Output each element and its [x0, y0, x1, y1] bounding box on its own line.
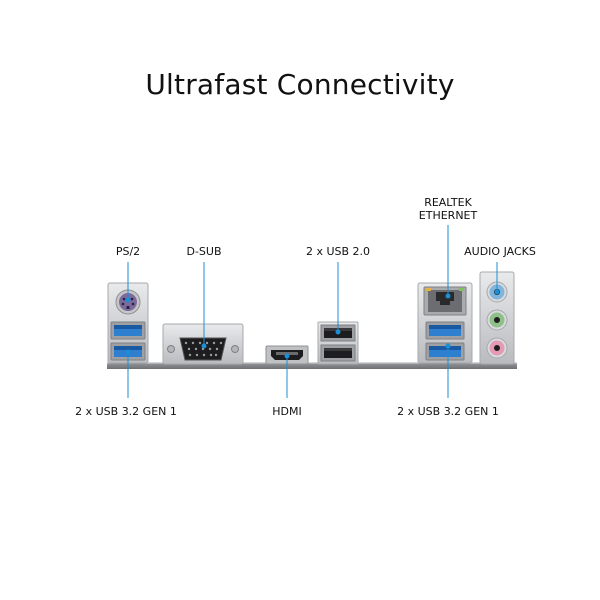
- callout-dot-usb32-right: [445, 343, 451, 349]
- page-title: Ultrafast Connectivity: [145, 68, 455, 101]
- label-usb32-right: 2 x USB 3.2 GEN 1: [397, 405, 499, 418]
- lan-usb-stack: [417, 282, 473, 364]
- io-shield-strip: [107, 362, 517, 369]
- label-audio-jacks: AUDIO JACKS: [464, 245, 536, 258]
- usb32-port-left-upper: [110, 321, 146, 340]
- callout-dot-usb32-left: [125, 349, 131, 355]
- ethernet-port: [423, 286, 467, 316]
- label-ethernet: ETHERNET: [418, 209, 478, 222]
- callout-dot-audio: [494, 289, 500, 295]
- label-dsub: D-SUB: [186, 245, 222, 258]
- callout-dot-usb20: [335, 329, 341, 335]
- audio-jack-pink: [486, 337, 508, 359]
- label-ps2: PS/2: [115, 245, 141, 258]
- label-usb20: 2 x USB 2.0: [305, 245, 371, 258]
- callouts: [125, 225, 500, 398]
- audio-jacks: [479, 271, 515, 365]
- callout-dot-dsub: [201, 343, 207, 349]
- callout-dot-ethernet: [445, 293, 451, 299]
- label-realtek: REALTEK: [424, 196, 472, 209]
- usb32-port-right-lower: [425, 342, 465, 361]
- callout-dot-hdmi: [284, 353, 290, 359]
- usb20-port-lower: [320, 344, 356, 362]
- callout-dot-ps2: [125, 297, 131, 303]
- usb32-port-right-upper: [425, 321, 465, 340]
- label-usb32-left: 2 x USB 3.2 GEN 1: [75, 405, 177, 418]
- audio-jack-green: [486, 309, 508, 331]
- ps2-usb-stack: [107, 282, 149, 364]
- label-hdmi: HDMI: [272, 405, 302, 418]
